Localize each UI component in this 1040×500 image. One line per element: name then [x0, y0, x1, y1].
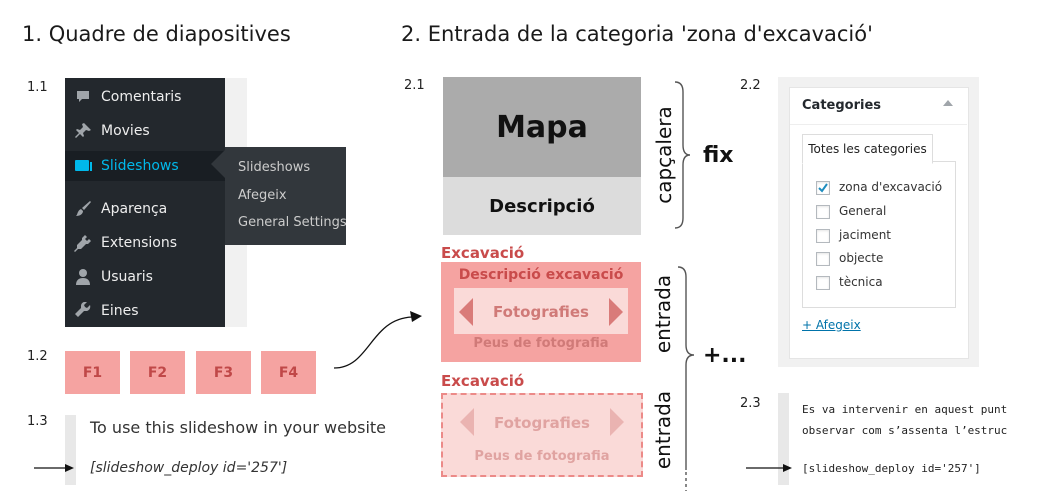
menu-item-eines[interactable]: Eines	[65, 297, 225, 325]
more-label: +...	[703, 343, 747, 368]
menu-item-usuaris[interactable]: Usuaris	[65, 263, 225, 291]
menu-item-label: Usuaris	[101, 269, 153, 285]
categories-divider	[790, 124, 967, 125]
entry1-photo-area: Fotografies	[454, 288, 628, 334]
entry1-peus: Peus de fotografia	[473, 336, 609, 351]
entry2-fotografies: Fotografies	[494, 414, 590, 432]
checkbox-objecte[interactable]	[816, 252, 830, 266]
deploy-heading: To use this slideshow in your website	[90, 418, 386, 437]
code-line-2: observar com s’assenta l’estruc	[802, 424, 1008, 437]
section2-title: 2. Entrada de la categoria 'zona d'excav…	[401, 22, 873, 46]
slide-f4[interactable]: F4	[261, 351, 316, 394]
entry2-box: Fotografies Peus de fotografia	[441, 393, 643, 477]
categories-title: Categories	[802, 98, 882, 113]
entrada-label-2: entrada	[651, 390, 675, 470]
category-label: tècnica	[839, 275, 883, 289]
curved-arrow-icon	[333, 311, 422, 369]
menu-item-comentaris[interactable]: Comentaris	[65, 83, 225, 111]
checkbox-general[interactable]	[816, 205, 830, 219]
entry1-description: Descripció excavació	[458, 267, 624, 283]
deploy-shortcode[interactable]: [slideshow_deploy id='257']	[90, 460, 288, 476]
category-label: jaciment	[839, 228, 892, 242]
entrada-label-1: entrada	[651, 274, 675, 354]
checkbox-tecnica[interactable]	[816, 276, 830, 290]
category-label: General	[839, 204, 887, 218]
menu-item-label: Movies	[101, 123, 150, 139]
map-header: Mapa	[443, 77, 641, 177]
arrow-right-icon	[34, 464, 74, 472]
entry2-title: Excavació	[441, 372, 525, 390]
section1-title: 1. Quadre de diapositives	[22, 22, 291, 46]
label-2-2: 2.2	[740, 78, 761, 93]
slideshows-submenu: Slideshows Afegeix General Settings	[225, 147, 347, 245]
code-shortcode[interactable]: [slideshow_deploy id='257']	[802, 462, 981, 475]
menu-item-label: Comentaris	[101, 89, 182, 105]
arrow-right-icon[interactable]	[609, 298, 623, 326]
submenu-item-slideshows[interactable]: Slideshows	[238, 160, 311, 175]
label-1-3: 1.3	[27, 414, 48, 429]
entry1-box: Descripció excavació Fotografies Peus de…	[441, 262, 641, 362]
arrow-left-icon[interactable]	[460, 408, 474, 436]
slide-f3[interactable]: F3	[196, 351, 251, 394]
entry2-peus: Peus de fotografia	[474, 449, 610, 464]
entry1-fotografies: Fotografies	[493, 303, 589, 321]
menu-item-aparenca[interactable]: Aparença	[65, 195, 225, 223]
category-label: zona d'excavació	[839, 180, 943, 194]
code-line-1: Es va intervenir en aquest punt	[802, 403, 1008, 416]
fix-label: fix	[703, 143, 734, 168]
checkbox-jaciment[interactable]	[816, 229, 830, 243]
menu-item-movies[interactable]: Movies	[65, 117, 225, 145]
label-2-3: 2.3	[740, 396, 761, 411]
user-icon	[74, 268, 92, 286]
category-label: objecte	[839, 251, 884, 265]
slide-f1[interactable]: F1	[65, 351, 120, 394]
entries-brace-icon	[677, 266, 695, 491]
arrow-right-icon[interactable]	[610, 408, 624, 436]
menu-item-label: Extensions	[101, 235, 178, 251]
entry1-title: Excavació	[441, 244, 525, 262]
label-1-2: 1.2	[27, 349, 48, 364]
label-2-1: 2.1	[404, 78, 425, 93]
header-brace-icon	[674, 81, 691, 229]
label-1-1: 1.1	[27, 80, 48, 95]
arrow-right-icon	[746, 464, 792, 472]
menu-item-label: Slideshows	[101, 158, 179, 174]
add-category-link[interactable]: + Afegeix	[802, 318, 861, 332]
paintbrush-icon	[74, 200, 92, 218]
plug-icon	[74, 234, 92, 252]
menu-item-slideshows[interactable]: Slideshows	[65, 151, 225, 181]
collapse-arrow-icon[interactable]	[943, 100, 953, 106]
code-left-border	[778, 393, 789, 485]
arrow-left-icon[interactable]	[459, 298, 473, 326]
slideshow-icon	[74, 157, 92, 175]
menu-item-label: Aparença	[101, 201, 168, 217]
submenu-pointer	[211, 150, 225, 178]
submenu-item-afegeix[interactable]: Afegeix	[238, 188, 287, 203]
wrench-icon	[74, 302, 92, 320]
deploy-left-border	[65, 415, 76, 485]
tab-all-categories[interactable]: Totes les categories	[802, 134, 933, 164]
entry2-photo-area: Fotografies	[455, 398, 629, 446]
checkbox-zona-excavacio[interactable]	[816, 181, 830, 195]
description-header: Descripció	[443, 177, 641, 235]
slide-f2[interactable]: F2	[130, 351, 185, 394]
menu-item-label: Eines	[101, 303, 139, 319]
pin-icon	[74, 122, 92, 140]
submenu-item-general-settings[interactable]: General Settings	[238, 215, 347, 230]
checkmark-icon	[818, 183, 828, 193]
comment-icon	[74, 88, 92, 106]
menu-item-extensions[interactable]: Extensions	[65, 229, 225, 257]
admin-menu: Comentaris Movies Slideshows Aparença Ex…	[65, 78, 225, 327]
